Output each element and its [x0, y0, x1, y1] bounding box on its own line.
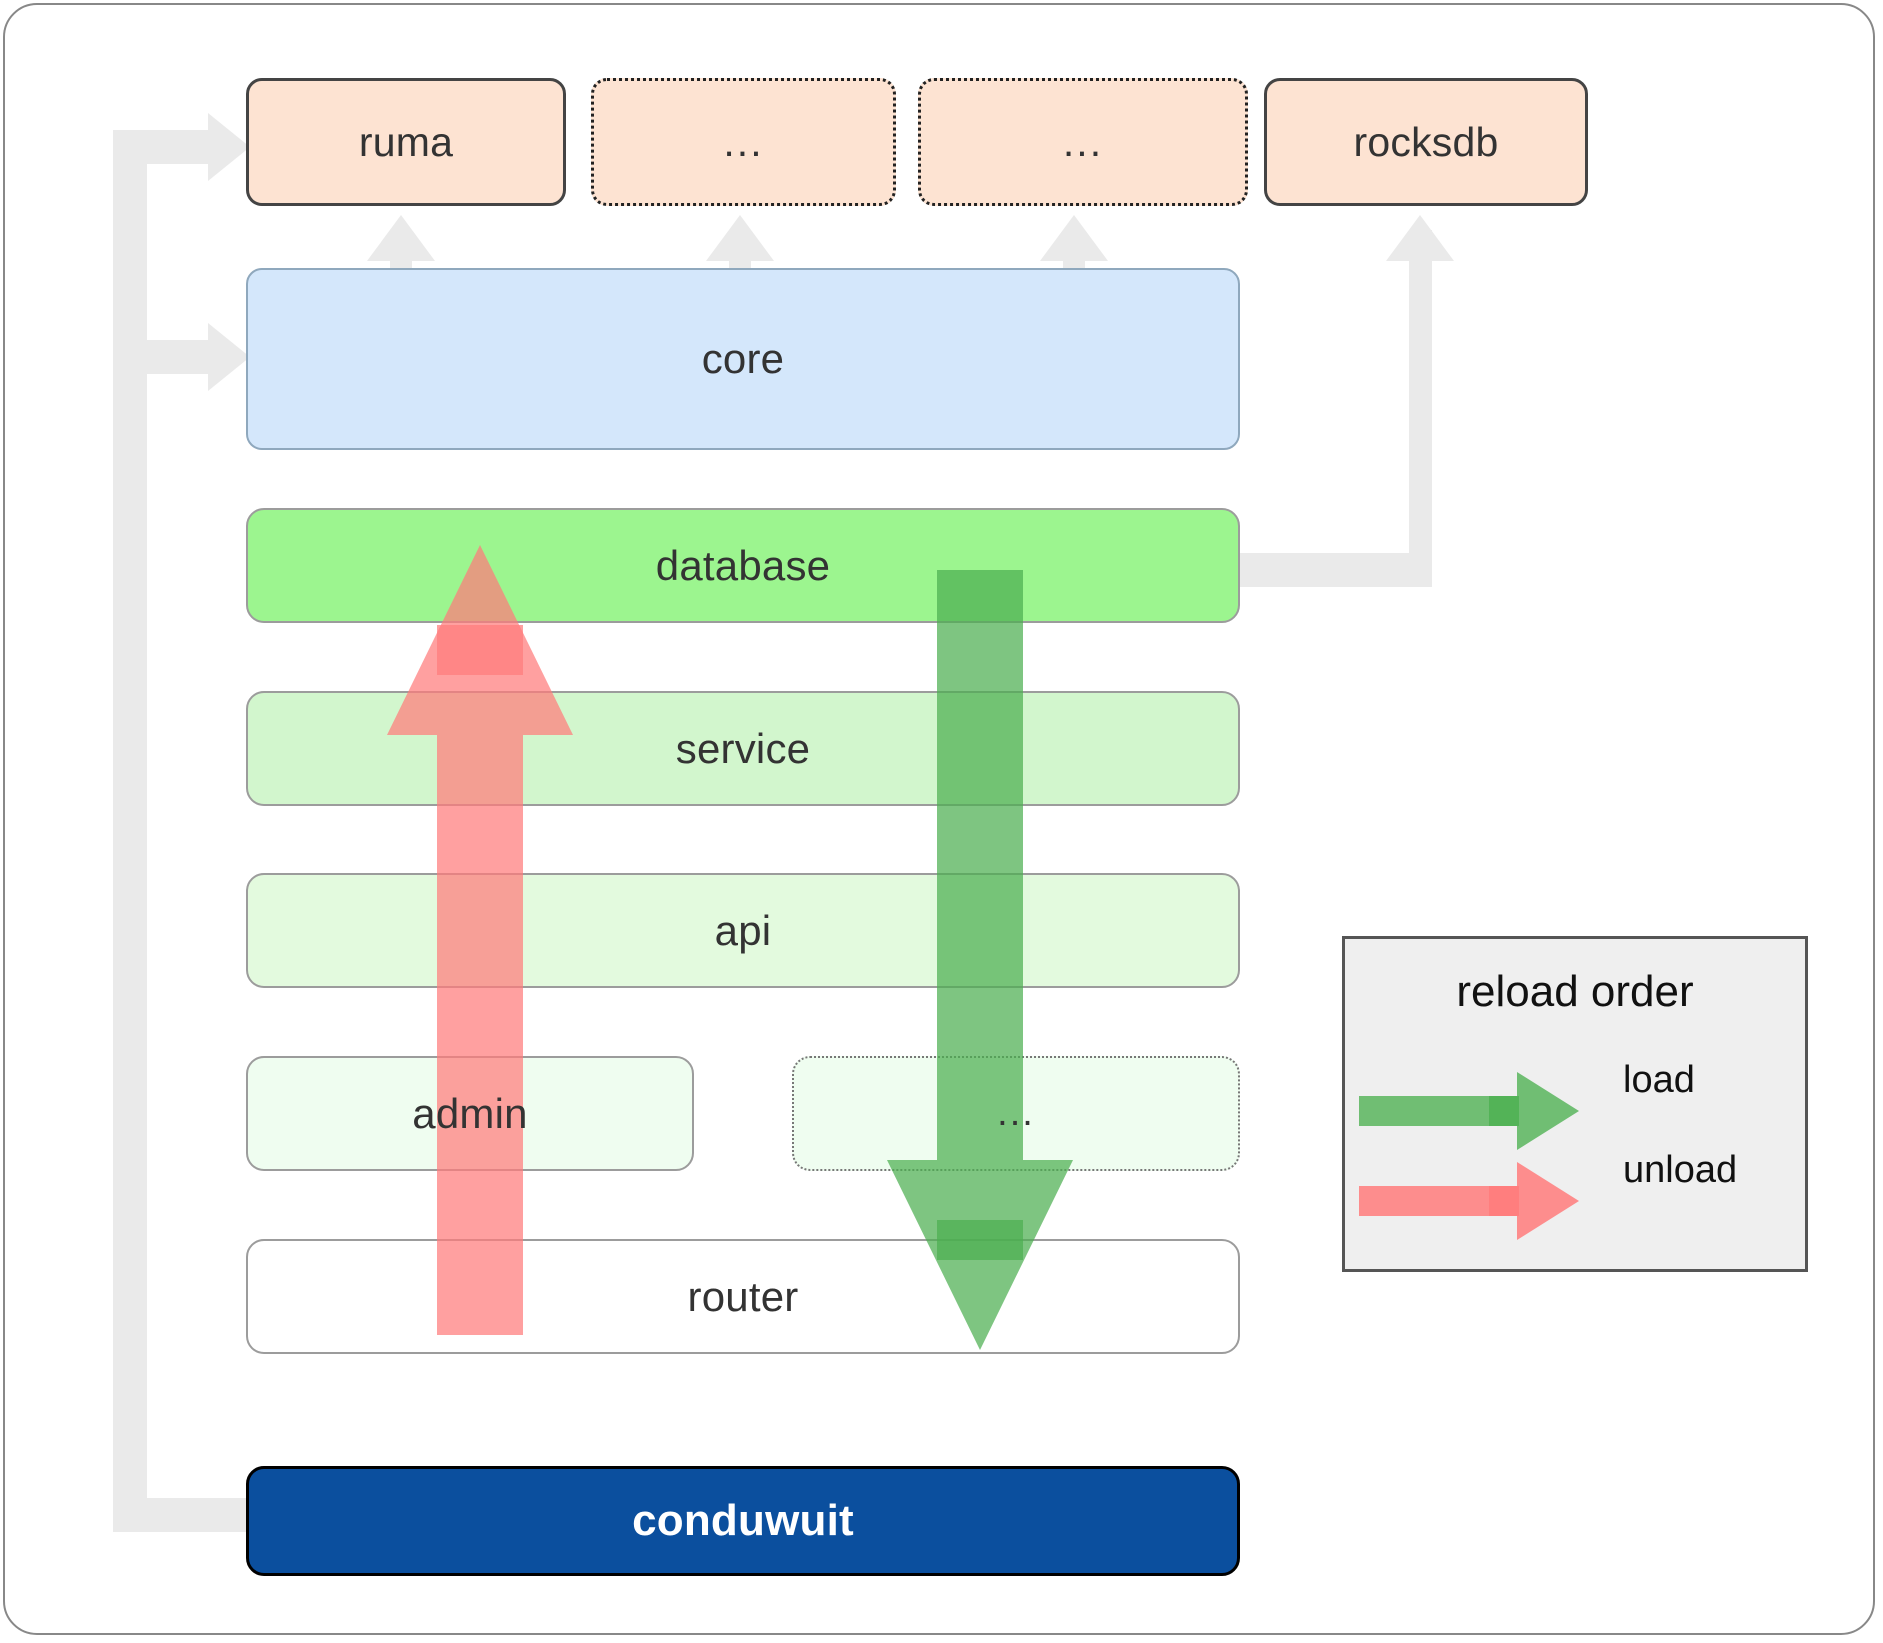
database-to-rocksdb-vertical	[1409, 230, 1432, 587]
legend-arrow-load	[1359, 1067, 1579, 1155]
layer-box-service[interactable]: service	[246, 691, 1240, 806]
core-to-dep2-arrow-icon	[706, 215, 774, 261]
layer-label-admin: admin	[412, 1089, 528, 1137]
database-to-rocksdb-horizontal	[1237, 553, 1432, 587]
core-label: core	[701, 335, 785, 382]
database-to-rocksdb-arrow-icon	[1386, 215, 1454, 261]
connector-to-ruma-arrow	[208, 113, 250, 181]
core-to-dep3-arrow-icon	[1040, 215, 1108, 261]
connector-to-core-arrow	[208, 323, 250, 391]
layer-label-dots: ...	[997, 1092, 1035, 1135]
legend-arrow-unload	[1359, 1157, 1579, 1245]
dep-label-rocksdb: rocksdb	[1353, 118, 1499, 165]
dep-box-ruma[interactable]: ruma	[246, 78, 566, 206]
layer-box-database[interactable]: database	[246, 508, 1240, 623]
core-box[interactable]: core	[246, 268, 1240, 450]
layer-label-router: router	[687, 1272, 799, 1320]
legend-title: reload order	[1456, 967, 1694, 1016]
layer-label-service: service	[675, 724, 811, 772]
layer-box-api[interactable]: api	[246, 873, 1240, 988]
core-to-ruma-arrow-icon	[367, 215, 435, 261]
layer-box-router[interactable]: router	[246, 1239, 1240, 1354]
root-box-conduwuit[interactable]: conduwuit	[246, 1466, 1240, 1576]
root-label-conduwuit: conduwuit	[632, 1496, 854, 1545]
load-arrow	[880, 570, 1080, 1350]
unload-arrow	[380, 545, 580, 1335]
dep-label-ruma: ruma	[358, 118, 454, 165]
dep-label-2: ...	[723, 118, 764, 165]
legend-label-unload: unload	[1623, 1149, 1738, 1191]
connector-to-conduwuit-line	[113, 1498, 248, 1532]
connector-to-ruma-line	[113, 130, 218, 164]
connector-to-core-line	[113, 340, 218, 374]
dep-label-3: ...	[1062, 118, 1104, 165]
layer-label-database: database	[655, 541, 831, 589]
legend-label-load: load	[1623, 1059, 1695, 1101]
layer-label-api: api	[714, 906, 772, 954]
dep-box-2[interactable]: ...	[591, 78, 896, 206]
dep-box-3[interactable]: ...	[918, 78, 1248, 206]
dep-box-rocksdb[interactable]: rocksdb	[1264, 78, 1588, 206]
legend-box: reload order load unload	[1342, 936, 1808, 1272]
